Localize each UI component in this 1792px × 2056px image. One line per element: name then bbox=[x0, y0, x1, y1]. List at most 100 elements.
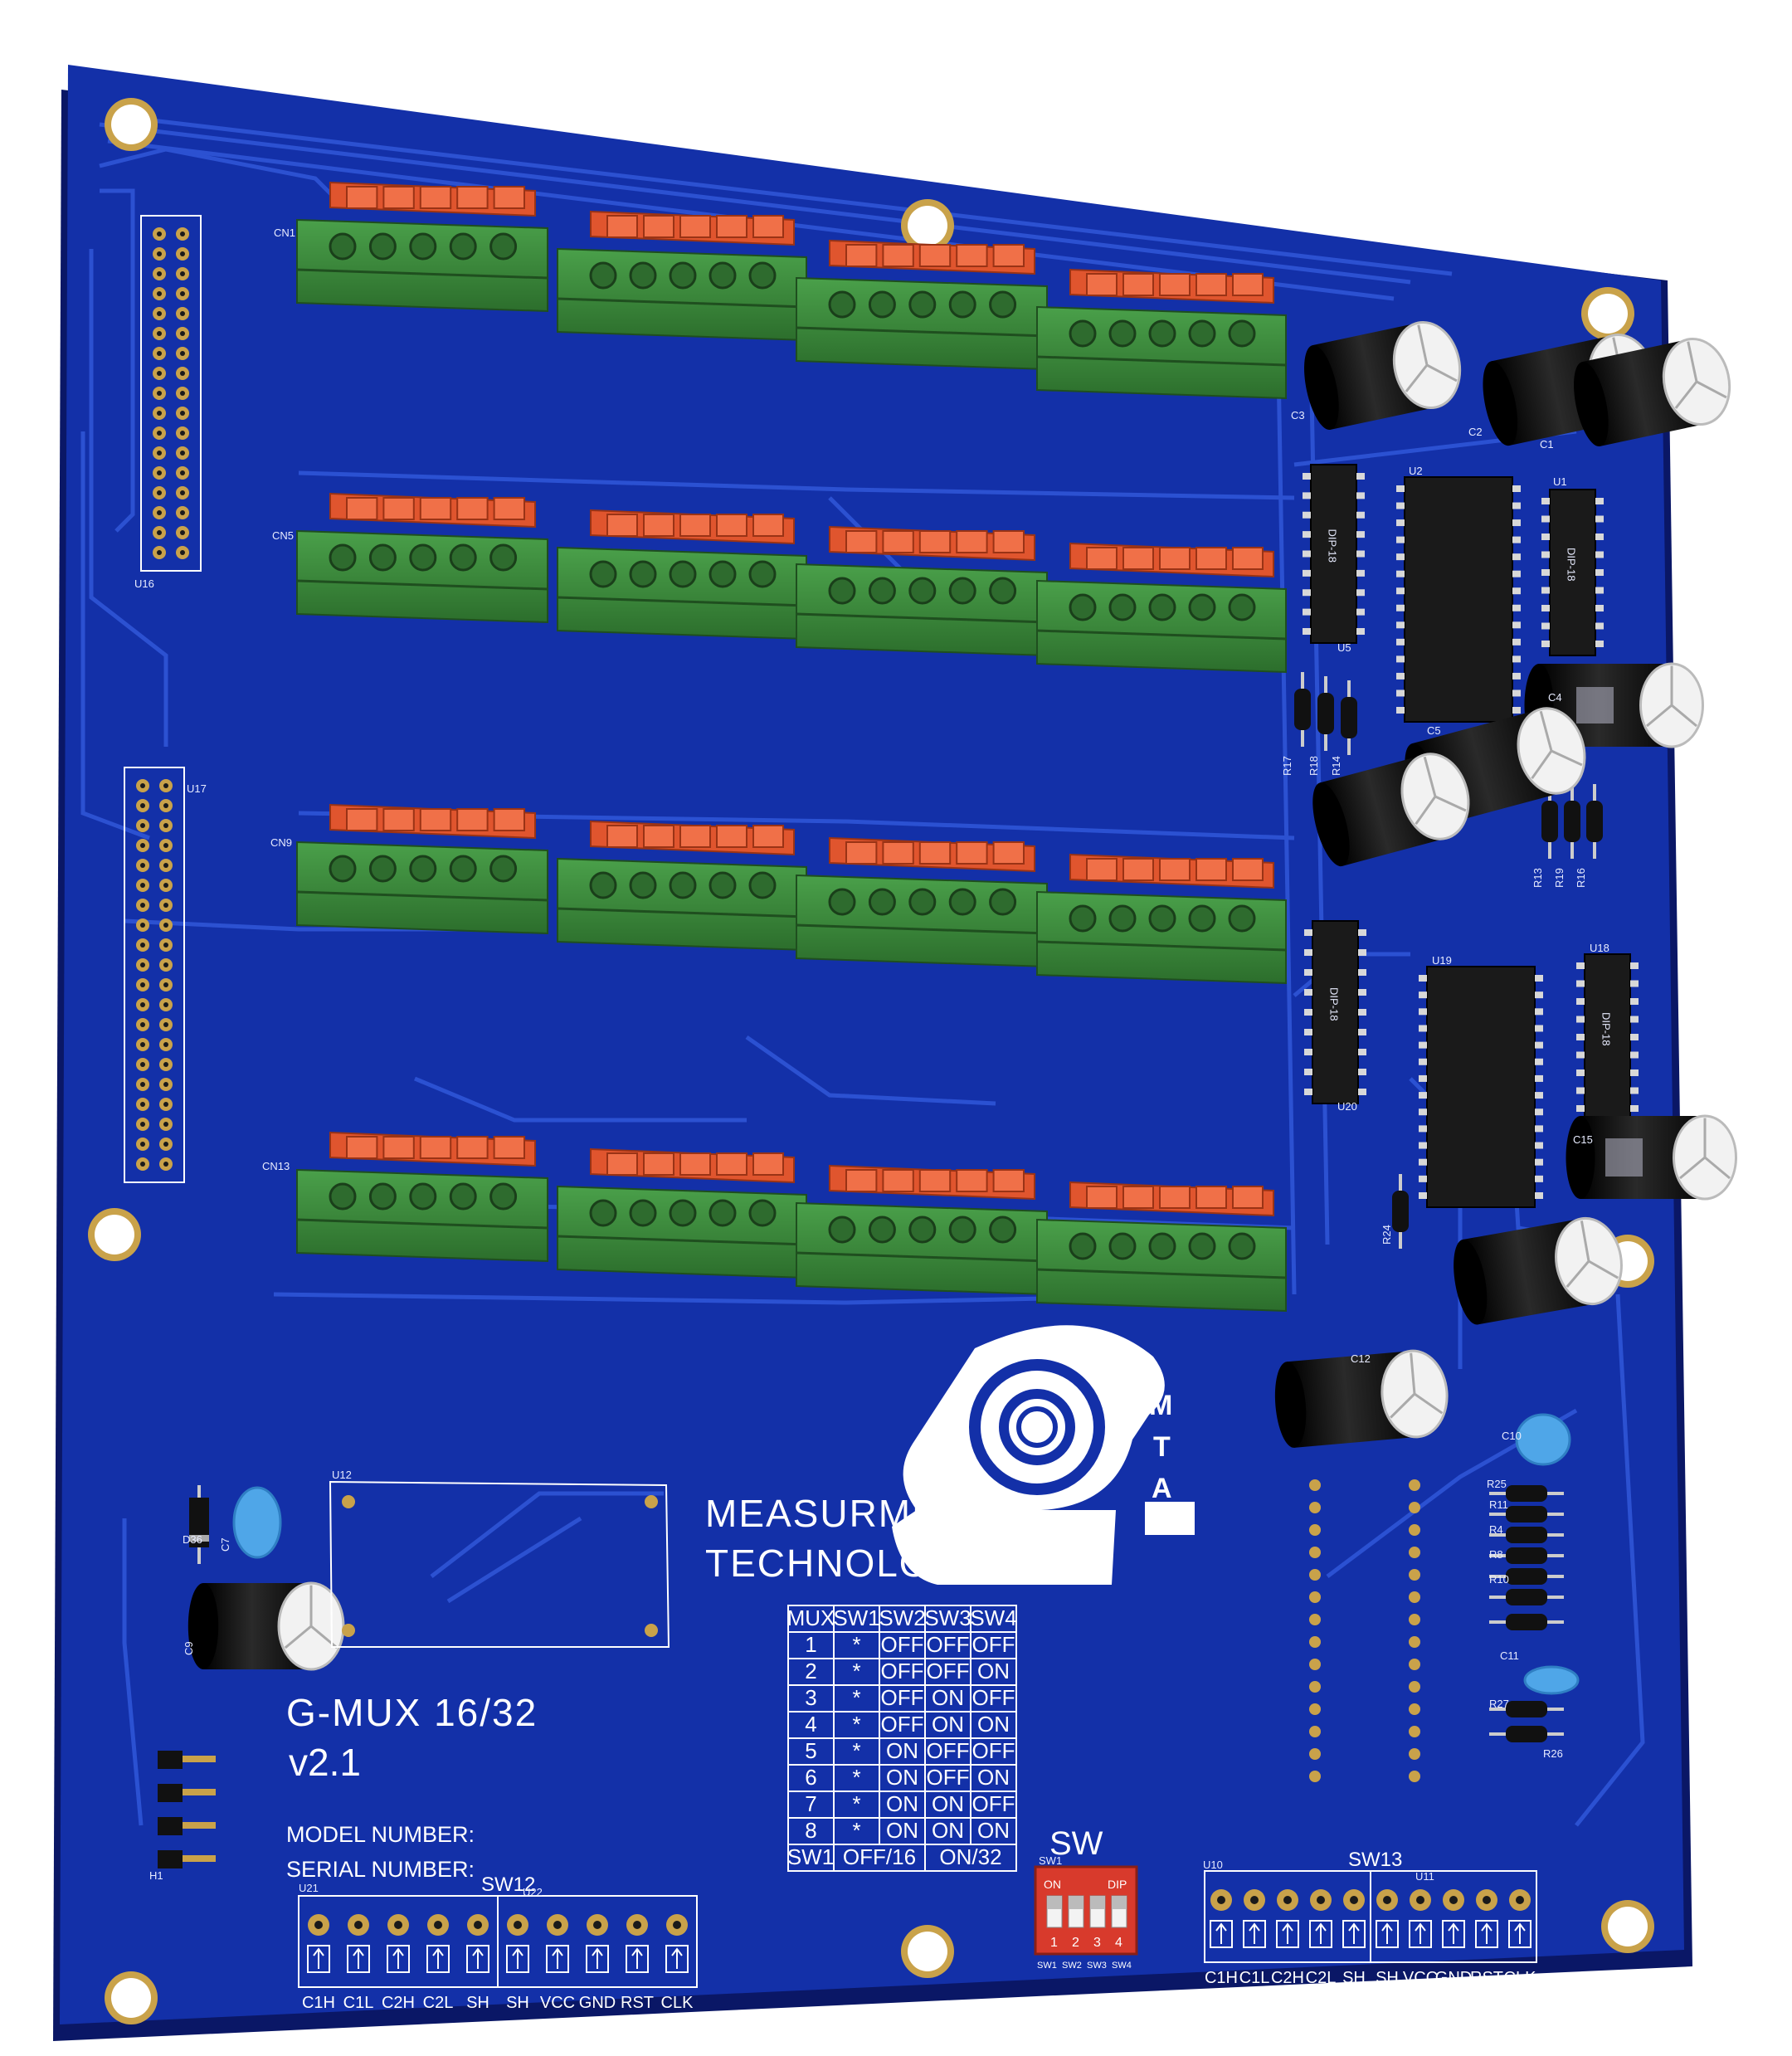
terminal-r0-c1-ridge bbox=[557, 297, 807, 309]
chip-u2-pin bbox=[1512, 689, 1521, 697]
cap-c9-vent bbox=[284, 1585, 338, 1649]
chip-u20-pin bbox=[1358, 1009, 1366, 1016]
resistor-right-4-body bbox=[1506, 1568, 1547, 1585]
sw13-pin-label: C2H bbox=[1271, 1969, 1304, 1987]
chip-u2-body bbox=[1404, 476, 1513, 723]
sw12-arrow-icon bbox=[432, 1947, 444, 1969]
chip-u20-pin bbox=[1304, 949, 1312, 956]
terminal-r2-c3-screw bbox=[1108, 904, 1137, 933]
terminal-r0-c3-screw bbox=[1148, 319, 1176, 348]
terminal-r0-c1-screw bbox=[709, 261, 737, 290]
mux-table-cell: OFF bbox=[881, 1632, 924, 1657]
terminal-r3-c2-lever bbox=[992, 1169, 1025, 1192]
terminal-r1-c3-lever bbox=[1195, 547, 1227, 570]
terminal-r1-c2-ridge bbox=[796, 612, 1048, 624]
chip-u20-pin bbox=[1304, 1089, 1312, 1095]
cap-c2-base bbox=[1483, 361, 1518, 446]
terminal-r3-c0-ridge bbox=[296, 1218, 548, 1230]
terminal-r2-c2-screw bbox=[868, 888, 896, 916]
resistor-right-3-body bbox=[1506, 1547, 1547, 1564]
chip-u19-pin bbox=[1535, 1142, 1543, 1149]
header-u16-pin-hole bbox=[157, 411, 162, 416]
terminal-r2-c3-screw bbox=[1148, 904, 1176, 933]
header-u17-pin-hole bbox=[163, 1142, 168, 1147]
refdes-cap-8: C7 bbox=[219, 1537, 231, 1552]
terminal-r0-c0-lever bbox=[419, 186, 452, 209]
mux-table-cell: OFF bbox=[881, 1685, 924, 1710]
chip-u19-pin bbox=[1419, 1158, 1427, 1166]
terminal-r1-c2-screw bbox=[828, 577, 856, 605]
cap-c15-base bbox=[1566, 1116, 1595, 1199]
refdes-chip-1: U2 bbox=[1409, 465, 1423, 477]
mux-table-header: SW4 bbox=[970, 1605, 1016, 1630]
terminal-r3-c1-screw bbox=[669, 1199, 697, 1227]
trace-3 bbox=[80, 431, 150, 840]
terminal-r0-c0-screw bbox=[368, 232, 397, 261]
pad-left bbox=[1309, 1748, 1321, 1760]
terminal-r3-c0-lever bbox=[382, 1136, 415, 1159]
cap-c16 bbox=[1312, 753, 1470, 867]
cap-c13-vent bbox=[1566, 1220, 1619, 1288]
sw12-arrow-icon bbox=[671, 1947, 683, 1969]
refdes-header-2: H1 bbox=[149, 1869, 163, 1882]
refdes-resistor-1: R18 bbox=[1307, 756, 1320, 776]
pad-right bbox=[1409, 1703, 1420, 1715]
mux-table-cell: * bbox=[852, 1765, 860, 1790]
terminal-r1-c3-screw bbox=[1148, 593, 1176, 621]
terminal-r2-c3-screw bbox=[1228, 904, 1256, 933]
mux-table-cell: ON bbox=[977, 1659, 1010, 1683]
chip-u5-pin bbox=[1356, 511, 1365, 519]
refdes-resistor-5: R16 bbox=[1575, 868, 1587, 888]
refdes-chip-0: U5 bbox=[1337, 641, 1351, 654]
logo-letter-m: M bbox=[1149, 1390, 1172, 1421]
refdes-resistor-13: R26 bbox=[1543, 1747, 1563, 1760]
chip-u19-pin bbox=[1419, 1108, 1427, 1116]
resistor-mid-0-body bbox=[1541, 801, 1558, 842]
refdes-cap-0: C3 bbox=[1291, 409, 1305, 421]
chip-u1-pin bbox=[1541, 533, 1550, 540]
chip-u20-package-label: DIP-18 bbox=[1328, 987, 1341, 1021]
terminal-r1-c0-screw bbox=[409, 543, 437, 572]
mux-table-cell: 1 bbox=[805, 1632, 816, 1657]
chip-u2-pin bbox=[1396, 689, 1405, 697]
header-u16-pin-hole bbox=[180, 331, 185, 336]
mux-table-cell: OFF bbox=[972, 1738, 1015, 1763]
sw12-pin-label: SH bbox=[506, 1994, 529, 2012]
chip-u2-pin bbox=[1512, 519, 1521, 527]
cap-c13-base bbox=[1454, 1239, 1488, 1325]
mounting-hole-inner-7 bbox=[111, 1978, 151, 2018]
chip-u20-pin bbox=[1358, 1049, 1366, 1055]
brand-line-2: TECHNOLOGIES LLC bbox=[705, 1542, 1116, 1585]
terminal-r2-c3-lever bbox=[1159, 858, 1191, 881]
mux-table-cell: 6 bbox=[805, 1765, 816, 1790]
chip-u5-pin bbox=[1356, 589, 1365, 597]
refdes-connector-3: CN13 bbox=[262, 1160, 290, 1172]
mux-table-footer-cell: SW1 bbox=[787, 1844, 834, 1869]
terminal-r3-c2-lever bbox=[882, 1169, 914, 1192]
chip-u19-pin bbox=[1419, 1058, 1427, 1065]
terminal-r3-c3-screw bbox=[1108, 1232, 1137, 1260]
terminal-r1-c0-screw bbox=[368, 543, 397, 572]
terminal-r1-c3-body bbox=[1036, 579, 1287, 674]
terminal-r1-c0-lever bbox=[456, 497, 489, 520]
sw13-pin-marker bbox=[1475, 1920, 1498, 1948]
header-h1-body bbox=[158, 1817, 183, 1835]
header-u17-pin-hole bbox=[140, 903, 145, 908]
chip-u1-pin bbox=[1595, 498, 1604, 504]
chip-u18-pin bbox=[1630, 1034, 1639, 1040]
terminal-r2-c0-lever bbox=[419, 808, 452, 831]
terminal-r1-c1-ridge bbox=[557, 596, 807, 607]
model-number-label: MODEL NUMBER: bbox=[286, 1822, 475, 1847]
terminal-r2-c0-screw bbox=[449, 855, 477, 883]
sw12-pin-marker bbox=[626, 1945, 649, 1973]
chip-u2-pin bbox=[1512, 672, 1521, 680]
terminal-r3-c0-screw bbox=[489, 1182, 518, 1211]
refdes-cap-5: C15 bbox=[1573, 1133, 1593, 1146]
chip-u18-pin bbox=[1630, 1069, 1639, 1076]
dip-position-number: 4 bbox=[1115, 1936, 1122, 1950]
chip-u19-pin bbox=[1419, 1074, 1427, 1082]
terminal-r3-c0-lever bbox=[419, 1136, 452, 1159]
header-u16-pin-hole bbox=[180, 291, 185, 296]
header-u16-pin-hole bbox=[180, 371, 185, 376]
